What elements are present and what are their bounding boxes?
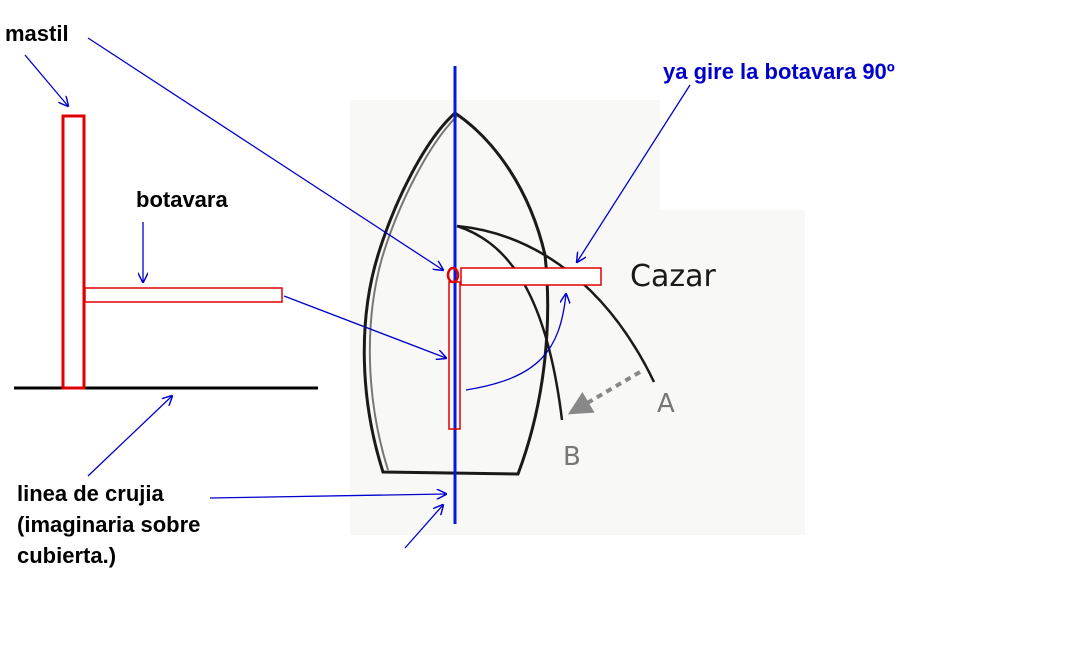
crujia-extra-arrow (404, 505, 443, 549)
mast-point-marker (446, 266, 460, 284)
label-crujia-line1: linea de crujia (17, 481, 164, 506)
boat-photo-background (350, 100, 660, 210)
label-cazar: Cazar (630, 259, 716, 294)
boom-rotated-rectangle (460, 267, 602, 286)
sheet-in-arrow (567, 370, 642, 415)
mast-rectangle (61, 114, 86, 390)
annotation-arrows (24, 37, 691, 549)
boom-rectangle (84, 287, 283, 303)
crujia-to-deck-arrow (87, 396, 172, 477)
boat-hull (362, 111, 550, 476)
label-botavara: botavara (136, 187, 228, 212)
label-point-a: A (657, 389, 675, 419)
rotated-note-arrow (577, 84, 691, 262)
label-mastil: mastil (5, 21, 69, 46)
crujia-to-centerline-arrow (209, 494, 446, 498)
mastil-to-point-arrow (87, 37, 443, 270)
mastil-to-mast-arrow (24, 54, 68, 106)
label-rotated-note: ya gire la botavara 90º (663, 59, 895, 84)
boom-to-boat-arrow (283, 295, 446, 358)
label-crujia-line3: cubierta.) (17, 543, 116, 568)
label-crujia-line2: (imaginaria sobre (17, 512, 200, 537)
label-point-b: B (563, 442, 581, 472)
rotation-curve-arrow (465, 294, 566, 391)
boat-photo-background-lower (350, 210, 805, 535)
